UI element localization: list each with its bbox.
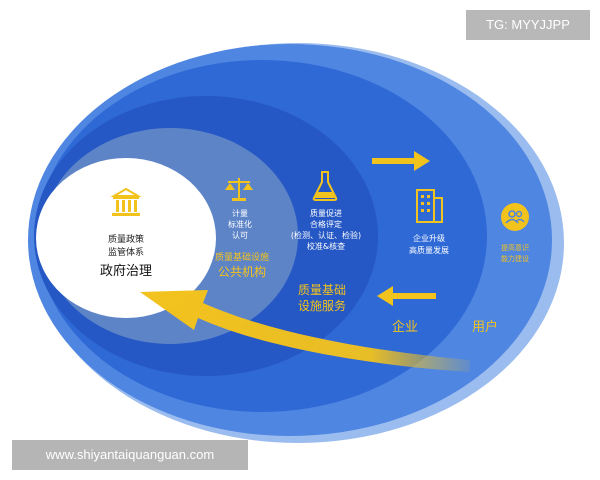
right-arrow — [372, 151, 430, 171]
tg-watermark: TG: MYYJJPP — [466, 10, 590, 40]
building-icon — [110, 188, 142, 218]
flask-icon — [312, 170, 338, 202]
user-small-2: 能力建设 — [501, 255, 529, 263]
institution-small-1: 计量 — [232, 209, 248, 218]
site-watermark: www.shiyantaiquanguan.com — [12, 440, 248, 470]
feedback-arrow — [140, 290, 470, 372]
service-title-1: 质量基础 — [297, 283, 346, 297]
institution-title-small: 质量基础设施 — [214, 253, 269, 263]
institution-title: 公共机构 — [217, 265, 266, 279]
government-title: 政府治理 — [99, 264, 152, 279]
institution-small-3: 认可 — [232, 231, 248, 240]
service-small-3: (检测、认证、检验) — [290, 231, 362, 240]
enterprise-small-2: 高质量发展 — [409, 246, 449, 255]
enterprise-title: 企业 — [391, 320, 418, 335]
office-building-icon — [414, 188, 444, 224]
institution-small-2: 标准化 — [228, 220, 252, 229]
left-arrow — [377, 286, 436, 306]
users-icon — [500, 202, 530, 232]
government-small-1: 质量政策 — [107, 235, 144, 245]
user-small-1: 提高意识 — [501, 244, 529, 252]
service-title-2: 设施服务 — [297, 299, 346, 313]
government-small-2: 监管体系 — [107, 248, 144, 258]
scales-icon — [224, 176, 254, 202]
enterprise-small-1: 企业升级 — [413, 234, 445, 243]
service-small-2: 合格评定 — [310, 220, 342, 229]
user-title: 用户 — [471, 320, 498, 335]
service-small-1: 质量促进 — [310, 209, 342, 218]
government-core — [36, 158, 216, 318]
service-small-4: 校准&核查 — [306, 242, 346, 251]
